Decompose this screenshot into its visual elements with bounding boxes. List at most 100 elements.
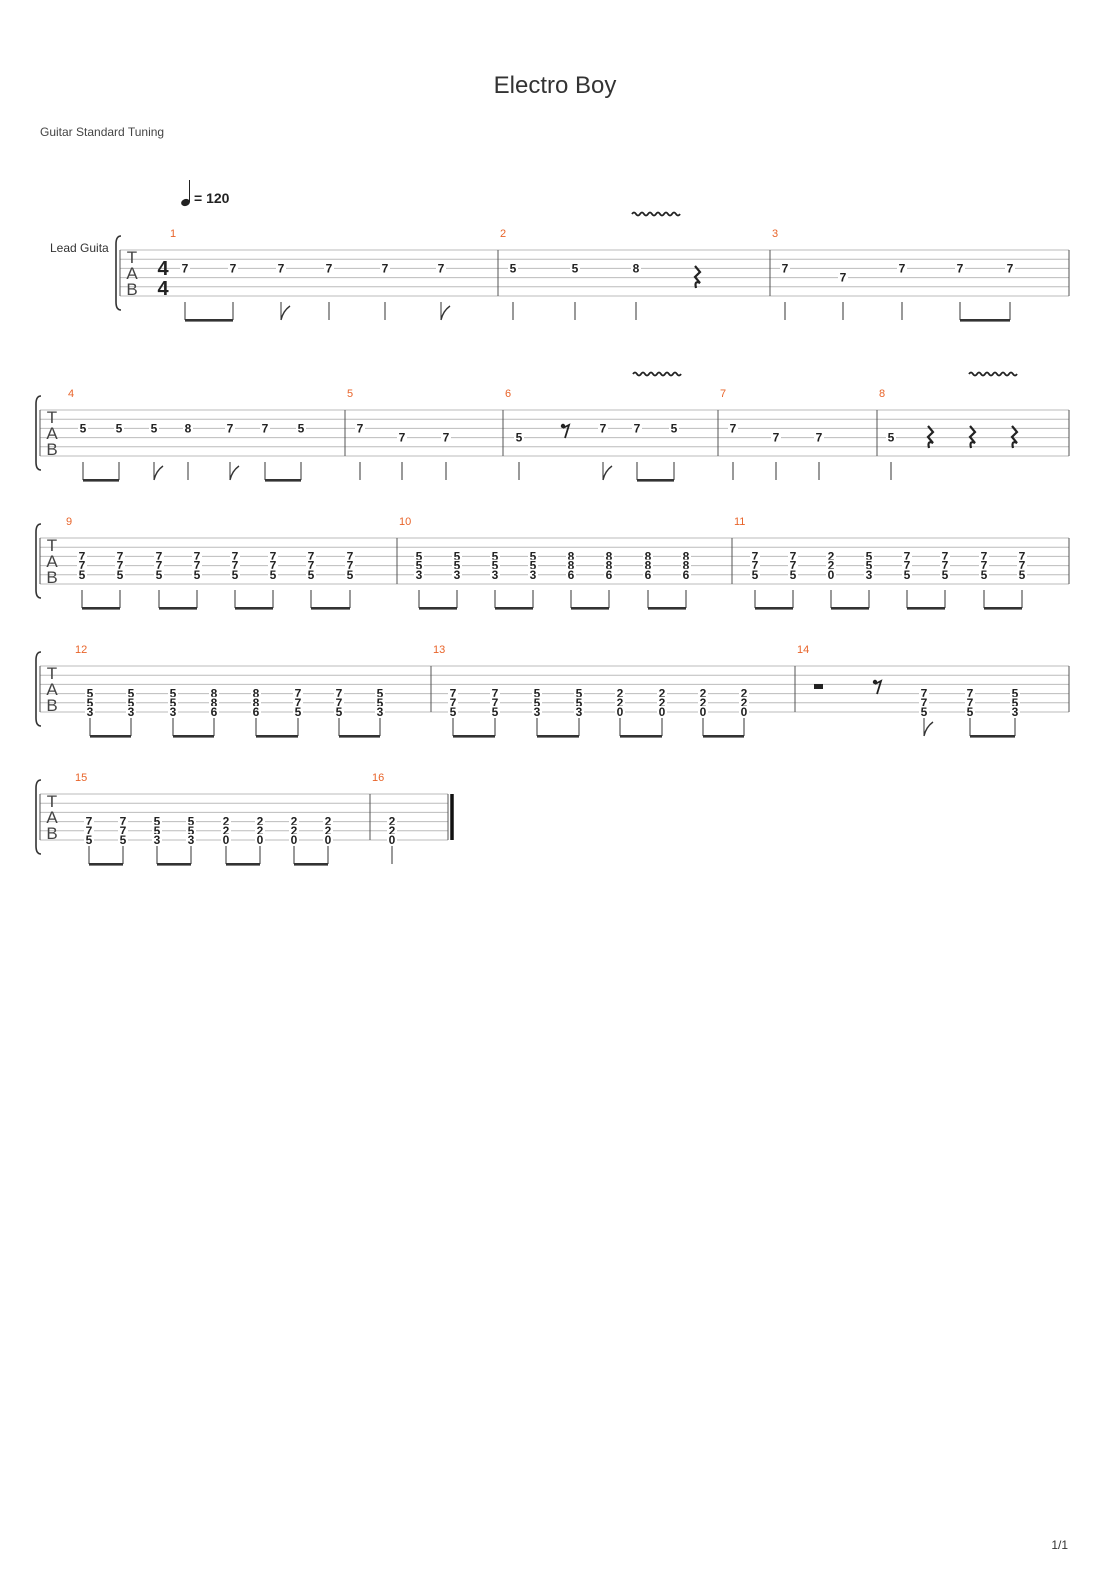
measure-number: 2 [500, 228, 506, 240]
fret-number: 7 [921, 696, 928, 710]
fret-bg [788, 568, 798, 580]
fret-bg [657, 706, 667, 717]
fret-number: 7 [904, 559, 911, 573]
fret-number: 8 [253, 696, 260, 710]
fret-bg [152, 834, 162, 845]
fret-bg [387, 824, 397, 836]
fret-number: 8 [568, 559, 575, 573]
fret-number: 3 [377, 705, 384, 719]
quarter-rest [968, 425, 977, 449]
fret-bg [225, 422, 235, 434]
fret-number: 7 [942, 559, 949, 573]
beam [83, 479, 119, 482]
fret-bg [324, 262, 334, 274]
measure-number: 6 [505, 388, 511, 400]
fret-bg [598, 422, 608, 434]
fret-bg [323, 815, 333, 827]
fret-bg [85, 687, 95, 699]
fret-bg [115, 550, 125, 562]
fret-number: 5 [295, 705, 302, 719]
eighth-flag [153, 465, 164, 481]
fret-bg [85, 706, 95, 717]
fret-bg [739, 706, 749, 717]
fret-number: 5 [308, 568, 315, 582]
fret-bg [126, 687, 136, 699]
fret-number: 7 [957, 261, 964, 275]
fret-bg [566, 559, 576, 571]
fret-bg [186, 834, 196, 845]
fret-number: 0 [659, 705, 666, 719]
fret-number: 8 [253, 687, 260, 701]
fret-bg [864, 559, 874, 571]
fret-bg [414, 559, 424, 571]
fret-number: 8 [606, 559, 613, 573]
fret-number: 7 [816, 431, 823, 445]
fret-number: 5 [377, 687, 384, 701]
fret-number: 7 [1007, 261, 1014, 275]
fret-number: 2 [257, 824, 264, 838]
fret-bg [902, 550, 912, 562]
fret-bg [118, 824, 128, 836]
fret-bg [209, 687, 219, 699]
fret-number: 8 [185, 421, 192, 435]
fret-bg [78, 422, 88, 434]
fret-number: 3 [87, 705, 94, 719]
fret-number: 7 [270, 549, 277, 563]
measure-number: 14 [797, 644, 809, 656]
fret-bg [902, 559, 912, 571]
vibrato-mark [631, 211, 681, 217]
fret-bg [115, 559, 125, 571]
beam [89, 863, 123, 866]
tab-clef-letter: T [127, 248, 137, 267]
fret-number: 5 [128, 687, 135, 701]
fret-number: 2 [828, 549, 835, 563]
fret-number: 7 [399, 431, 406, 445]
fret-number: 0 [389, 833, 396, 847]
fret-bg [615, 687, 625, 699]
time-signature-numerator: 4 [157, 258, 169, 280]
fret-number: 7 [120, 815, 127, 829]
fret-bg [306, 559, 316, 571]
fret-number: 0 [223, 833, 230, 847]
fret-bg [979, 568, 989, 580]
fret-bg [657, 696, 667, 708]
tab-clef-letter: B [126, 280, 137, 299]
fret-number: 7 [117, 549, 124, 563]
half-rest [814, 684, 823, 689]
fret-number: 7 [326, 261, 333, 275]
fret-number: 7 [942, 549, 949, 563]
fret-number: 7 [156, 549, 163, 563]
fret-bg [441, 431, 451, 443]
fret-bg [826, 568, 836, 580]
beam [157, 863, 191, 866]
fret-number: 5 [188, 815, 195, 829]
beam [755, 607, 793, 610]
fret-number: 5 [347, 568, 354, 582]
fret-number: 5 [921, 705, 928, 719]
fret-bg [221, 834, 231, 845]
fret-number: 2 [741, 687, 748, 701]
fret-bg [631, 262, 641, 274]
vibrato-mark [632, 371, 682, 377]
fret-bg [814, 431, 824, 443]
fret-number: 5 [492, 559, 499, 573]
fret-number: 7 [492, 696, 499, 710]
fret-number: 2 [291, 824, 298, 838]
fret-bg [1010, 696, 1020, 708]
fret-number: 7 [86, 824, 93, 838]
fret-number: 5 [516, 431, 523, 445]
fret-number: 7 [443, 431, 450, 445]
fret-bg [114, 422, 124, 434]
fret-number: 2 [257, 815, 264, 829]
fret-number: 5 [534, 696, 541, 710]
fret-number: 2 [325, 815, 332, 829]
beam [907, 607, 945, 610]
fret-number: 8 [606, 549, 613, 563]
fret-number: 5 [904, 568, 911, 582]
fret-number: 8 [683, 559, 690, 573]
fret-bg [728, 422, 738, 434]
fret-bg [750, 568, 760, 580]
measure-number: 12 [75, 644, 87, 656]
measure-number: 8 [879, 388, 885, 400]
